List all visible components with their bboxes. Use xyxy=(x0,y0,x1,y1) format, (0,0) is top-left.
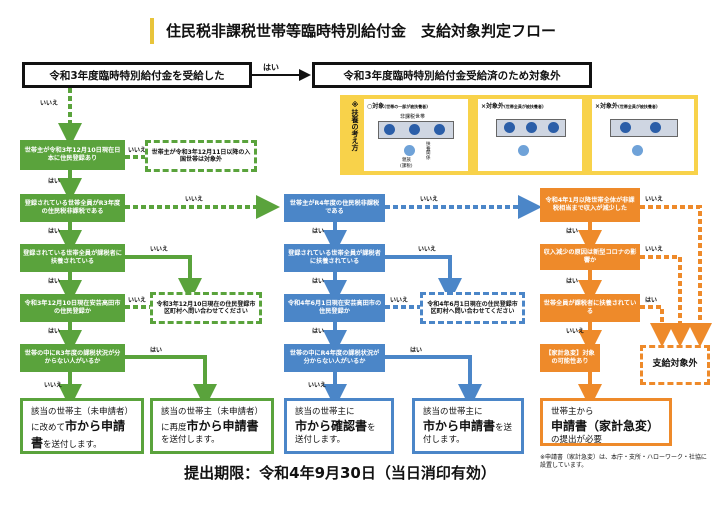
legend-ok-note: (世帯の一部が被扶養者) xyxy=(384,104,428,109)
end-blue-2-post: を送付します。 xyxy=(423,423,513,445)
green-q4: 令和3年12月10日現在安芸高田市の住民登録か xyxy=(20,294,125,322)
label-no: いいえ xyxy=(418,246,437,253)
label-no: いいえ xyxy=(420,196,439,203)
label-no: いいえ xyxy=(566,328,585,335)
member-icon xyxy=(409,124,420,135)
member-icon xyxy=(620,122,631,133)
label-yes: はい xyxy=(150,347,163,354)
end-blue-1: 該当の世帯主に市から確認書を送付します。 xyxy=(284,398,394,454)
orange-q3: 世帯全員が課税者に扶養されている xyxy=(540,294,640,322)
relative-icon xyxy=(632,145,643,156)
label-yes: はい xyxy=(410,347,423,354)
blue-q3: 令和4年6月1日現在安芸高田市の住民登録か xyxy=(284,294,385,322)
page-title: 住民税非課税世帯等臨時特別給付金 支給対象判定フロー xyxy=(150,18,570,44)
label-no: いいえ xyxy=(150,246,169,253)
end-blue-1-bold: 市から確認書 xyxy=(295,419,368,434)
legend-ok-mark: ○対象 xyxy=(367,103,385,110)
legend-ng2-mark: ×対象外 xyxy=(595,103,619,110)
label-no: いいえ xyxy=(185,196,204,203)
received-excluded-box: 令和3年度臨時特別給付金受給済のため対象外 xyxy=(312,62,592,88)
label-no: いいえ xyxy=(308,382,327,389)
legend-taxed-label: (課税) xyxy=(400,164,413,169)
blue-q2: 登録されている世帯全員が課税者に扶養されている xyxy=(284,244,385,272)
green-q3: 登録されている世帯全員が課税者に扶養されている xyxy=(20,244,125,272)
blue-n3: 令和4年6月1日現在の住民登録市区町村へ問い合わせてください xyxy=(420,292,525,324)
top-yes-label: はい xyxy=(263,63,279,72)
green-n4: 令和3年12月10日現在の住民登録市区町村へ問い合わせてください xyxy=(150,292,262,324)
legend-ng1-panel: ×対象外(世帯全員が被扶養者) xyxy=(478,99,582,171)
end-orange-post: の提出が必要 xyxy=(551,434,603,445)
label-no: いいえ xyxy=(645,246,664,253)
label-yes: はい xyxy=(312,278,325,285)
end-green-2-post: を送付します。 xyxy=(161,434,220,445)
member-icon xyxy=(548,122,559,133)
end-green-1-post: を送付します。 xyxy=(43,439,102,450)
end-orange-bold: 申請書（家計急変） xyxy=(551,419,660,434)
green-q2: 登録されている世帯全員がR3年度の住民税非課税である xyxy=(20,194,125,222)
label-yes: はい xyxy=(48,278,61,285)
end-blue-2-bold: 市から申請書 xyxy=(423,419,496,434)
orange-q1: 令和4年1月以降世帯全体が非課税相当まで収入が減少した xyxy=(540,188,640,222)
label-no: いいえ xyxy=(128,297,147,304)
green-q5: 世帯の中にR3年度の課税状況が分からない人がいるか xyxy=(20,344,125,372)
label-no: いいえ xyxy=(40,100,59,107)
end-blue-1-post: を送付します。 xyxy=(295,423,376,445)
legend-ok-panel: ○対象(世帯の一部が被扶養者) 非課税世帯 親族 (課税) 扶養関係 xyxy=(364,99,468,171)
support-legend: ※扶養の考え方 ○対象(世帯の一部が被扶養者) 非課税世帯 親族 (課税) 扶養… xyxy=(340,95,698,175)
label-yes: はい xyxy=(312,328,325,335)
label-yes: はい xyxy=(48,178,61,185)
end-green-2: 該当の世帯主（未申請者）に再度市から申請書を送付します。 xyxy=(150,398,274,454)
legend-ng2-note: (世帯全員が被扶養者) xyxy=(618,104,658,109)
legend-ng2-panel: ×対象外(世帯全員が被扶養者) xyxy=(592,99,694,171)
label-no: いいえ xyxy=(44,382,63,389)
label-yes: はい xyxy=(48,328,61,335)
green-n1: 世帯主が令和3年12月11日以降の入国世帯は対象外 xyxy=(145,140,257,172)
end-orange-pre: 世帯主から xyxy=(551,407,594,417)
relative-icon xyxy=(404,145,415,156)
start-box: 令和3年度臨時特別給付金を受給した xyxy=(22,62,252,88)
label-no: いいえ xyxy=(128,147,147,154)
member-icon xyxy=(384,124,395,135)
end-orange: 世帯主から申請書（家計急変）の提出が必要 xyxy=(540,398,672,446)
end-green-1-bold: 市から申請書 xyxy=(31,419,126,450)
label-yes: はい xyxy=(48,228,61,235)
legend-support-label: 扶養関係 xyxy=(426,142,431,161)
orange-q2: 収入減少の原因は新型コロナの影響か xyxy=(540,244,640,270)
end-blue-1-pre: 該当の世帯主に xyxy=(295,407,355,417)
end-blue-2-pre: 該当の世帯主に xyxy=(423,407,483,417)
relative-icon xyxy=(518,145,529,156)
label-no: いいえ xyxy=(645,196,664,203)
orange-q4: 【家計急変】対象の可能性あり xyxy=(540,344,600,372)
orange-excluded: 支給対象外 xyxy=(640,345,710,385)
end-green-1: 該当の世帯主（未申請者）に改めて市から申請書を送付します。 xyxy=(20,398,144,454)
footnote: ※申請書（家計急変）は、本庁・支所・ハローワーク・社協に 設置しています。 xyxy=(540,454,707,470)
blue-q4: 世帯の中にR4年度の課税状況が分からない人がいるか xyxy=(284,344,385,372)
label-yes: はい xyxy=(312,228,325,235)
legend-relative-label: 親族 xyxy=(402,158,411,163)
legend-ng1-note: (世帯全員が被扶養者) xyxy=(504,104,544,109)
label-yes: はい xyxy=(566,228,579,235)
member-icon xyxy=(504,122,515,133)
end-green-1-pre: 該当の世帯主（未申請者）に改めて xyxy=(31,407,134,434)
deadline: 提出期限：令和4年9月30日（当日消印有効） xyxy=(184,464,496,482)
end-green-2-bold: 市から申請書 xyxy=(186,419,259,434)
legend-ng1-mark: ×対象外 xyxy=(481,103,505,110)
end-blue-2: 該当の世帯主に市から申請書を送付します。 xyxy=(412,398,524,454)
label-yes: はい xyxy=(645,297,658,304)
green-q1: 世帯主が令和3年12月10日現在日本に住民登録あり xyxy=(20,140,125,170)
member-icon xyxy=(434,124,445,135)
blue-q1: 世帯主がR4年度の住民税非課税である xyxy=(284,194,385,222)
member-icon xyxy=(650,122,661,133)
end-green-2-pre: 該当の世帯主（未申請者）に再度 xyxy=(161,407,264,434)
label-no: いいえ xyxy=(390,297,409,304)
legend-exempt-label: 非課税世帯 xyxy=(400,114,426,120)
legend-heading: ※扶養の考え方 xyxy=(351,101,359,151)
label-yes: はい xyxy=(566,278,579,285)
member-icon xyxy=(526,122,537,133)
